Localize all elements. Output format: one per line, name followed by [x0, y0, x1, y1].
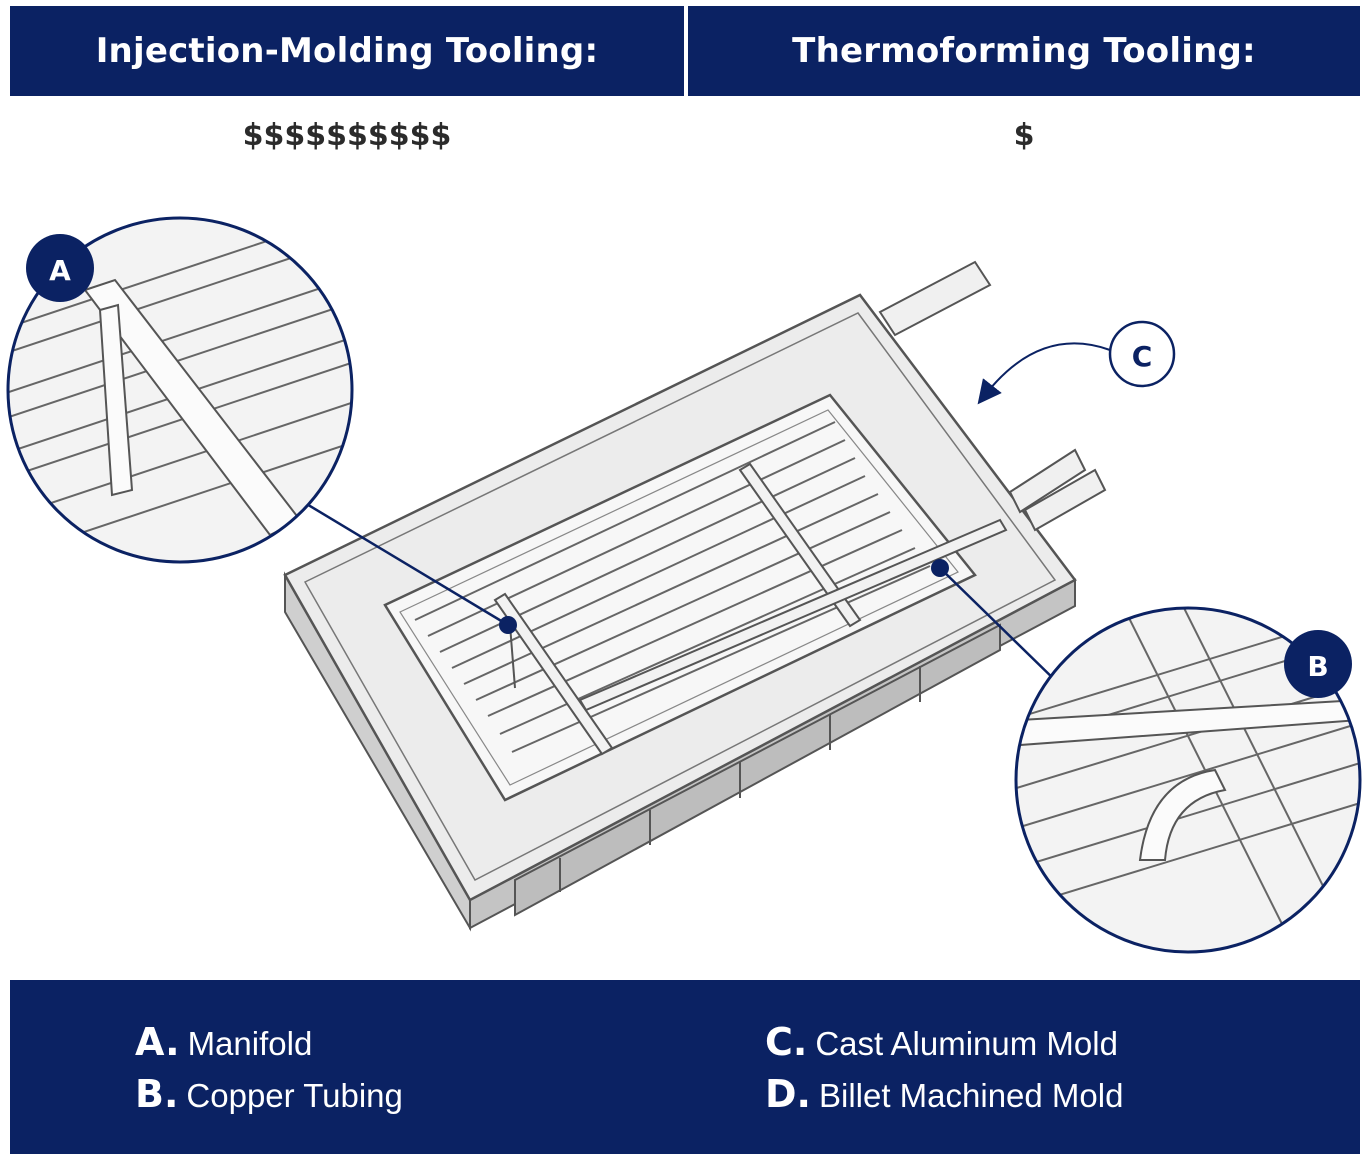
injection-cost: $$$$$$$$$$ — [242, 118, 452, 153]
callout-b-leader — [939, 567, 1061, 686]
manifold-bars — [493, 462, 1008, 756]
legend-item-a: A.Manifold — [135, 1020, 312, 1064]
legend-label-b: Copper Tubing — [186, 1077, 403, 1114]
callout-c-badge: C — [977, 320, 1176, 405]
legend-label-c: Cast Aluminum Mold — [815, 1025, 1118, 1062]
zoom-detail-a — [6, 216, 354, 564]
legend-key-c: C. — [765, 1020, 808, 1064]
callout-a-dot — [499, 616, 517, 634]
mold-cavity — [383, 393, 977, 802]
zoom-detail-b — [1014, 606, 1362, 954]
legend-key-b: B. — [135, 1072, 179, 1116]
mold-body — [284, 571, 1076, 932]
legend-item-b: B.Copper Tubing — [135, 1072, 403, 1116]
header-injection-molding: Injection-Molding Tooling: — [10, 6, 684, 96]
legend-key-a: A. — [135, 1020, 180, 1064]
callout-b-letter: B — [1307, 650, 1328, 683]
legend-label-a: Manifold — [187, 1025, 313, 1062]
legend-item-d: D.Billet Machined Mold — [765, 1072, 1123, 1116]
callout-c-arrow — [977, 342, 1111, 405]
callout-a-badge: A — [26, 234, 94, 302]
callout-c-letter: C — [1132, 340, 1153, 373]
callout-b-dot — [931, 559, 949, 577]
legend-key-d: D. — [765, 1072, 811, 1116]
mold-rim-inner — [303, 312, 1057, 881]
header-thermoforming: Thermoforming Tooling: — [688, 6, 1360, 96]
legend-label-d: Billet Machined Mold — [818, 1077, 1124, 1114]
external-pipes — [878, 260, 1107, 532]
callout-a-leader — [299, 498, 509, 627]
callout-a-letter: A — [49, 254, 71, 287]
thermoforming-cost: $ — [1013, 118, 1035, 153]
callout-b-badge: B — [1284, 630, 1352, 698]
legend-panel: A.Manifold B.Copper Tubing C.Cast Alumin… — [10, 980, 1360, 1154]
legend-item-c: C.Cast Aluminum Mold — [765, 1020, 1118, 1064]
